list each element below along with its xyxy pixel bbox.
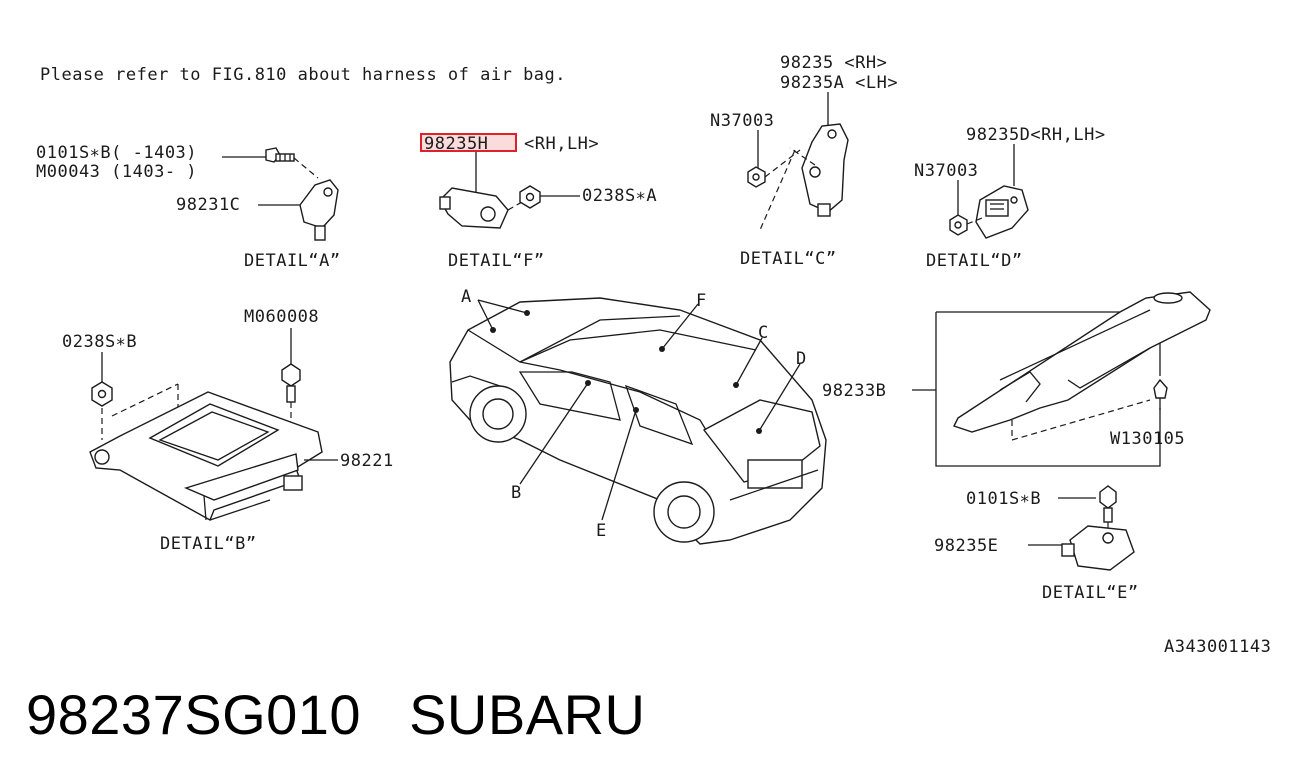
brand-name: SUBARU — [409, 683, 646, 746]
detail-d-label-2[interactable]: N37003 — [914, 161, 978, 181]
detail-f-label-1[interactable]: 98235H — [424, 134, 488, 154]
detail-e: 0101S∗B 98235E DETAIL“E” — [934, 485, 1139, 603]
detail-f-label-1-suffix: <RH,LH> — [524, 134, 599, 154]
nut-icon — [519, 185, 541, 209]
detail-e-title: DETAIL“E” — [1042, 583, 1139, 603]
nut-icon — [949, 214, 968, 236]
part-caption: 98237SG010 SUBARU — [26, 682, 645, 747]
detail-c-label-1[interactable]: 98235 <RH> — [780, 53, 887, 73]
car-letter-c[interactable]: C — [758, 323, 769, 343]
frame-label-1[interactable]: 98233B — [822, 381, 886, 401]
detail-e-label-2[interactable]: 98235E — [934, 536, 998, 556]
frame-label-2[interactable]: W130105 — [1110, 429, 1185, 449]
car-letter-f[interactable]: F — [696, 291, 707, 311]
detail-a-label-2[interactable]: M00043 (1403- ) — [36, 162, 197, 182]
detail-d-label-1[interactable]: 98235D<RH,LH> — [966, 125, 1106, 145]
harness-note: Please refer to FIG.810 about harness of… — [40, 65, 566, 85]
highlight-box — [420, 133, 517, 152]
sensor-98235d-icon — [975, 185, 1029, 239]
car-overview: A F C D B E — [449, 287, 827, 545]
detail-c-label-3[interactable]: N37003 — [710, 111, 774, 131]
car-letter-e[interactable]: E — [596, 521, 607, 541]
detail-a: 0101S∗B( -1403) M00043 (1403- ) 98231C D… — [36, 143, 341, 271]
sensor-98235e-icon — [1061, 525, 1135, 571]
sensor-98235h-icon — [439, 187, 509, 229]
sensor-98235-icon — [801, 123, 849, 217]
detail-c-label-2[interactable]: 98235A <LH> — [780, 73, 898, 93]
detail-b: 0238S∗B M060008 98221 DETAIL“B” — [62, 307, 394, 554]
detail-b-title: DETAIL“B” — [160, 534, 257, 554]
detail-f: 98235H <RH,LH> 0238S∗A DETAIL“F” — [420, 133, 657, 271]
car-icon — [449, 297, 827, 545]
car-letter-d[interactable]: D — [796, 349, 807, 369]
detail-d: 98235D<RH,LH> N37003 DETAIL“D” — [914, 125, 1106, 271]
detail-d-title: DETAIL“D” — [926, 251, 1023, 271]
sensor-98231c-icon — [299, 179, 339, 241]
airbag-control-module-icon — [89, 391, 323, 521]
nut-icon — [747, 166, 766, 188]
detail-b-label-2[interactable]: M060008 — [244, 307, 319, 327]
detail-a-label-1[interactable]: 0101S∗B( -1403) — [36, 143, 197, 163]
detail-a-title: DETAIL“A” — [244, 251, 341, 271]
detail-a-label-3[interactable]: 98231C — [176, 195, 240, 215]
detail-e-label-1[interactable]: 0101S∗B — [966, 489, 1041, 509]
detail-f-label-2[interactable]: 0238S∗A — [582, 186, 657, 206]
nut-icon — [91, 381, 113, 407]
bracket-icon — [953, 291, 1211, 433]
bolt-icon — [265, 147, 295, 163]
detail-c: 98235 <RH> 98235A <LH> N37003 DETAIL“C” — [710, 53, 898, 269]
frame-98233b: 98233B W130105 — [822, 291, 1211, 467]
car-letter-b[interactable]: B — [511, 483, 522, 503]
detail-b-label-3[interactable]: 98221 — [340, 451, 394, 471]
part-number: 98237SG010 — [26, 683, 362, 746]
detail-b-label-1[interactable]: 0238S∗B — [62, 332, 137, 352]
diagram-code: A343001143 — [1164, 637, 1271, 657]
car-letter-a[interactable]: A — [461, 287, 472, 307]
detail-f-title: DETAIL“F” — [448, 251, 545, 271]
bolt-icon — [1099, 485, 1117, 523]
bolt-icon — [281, 363, 301, 403]
clip-icon — [1153, 378, 1168, 410]
detail-c-title: DETAIL“C” — [740, 249, 837, 269]
